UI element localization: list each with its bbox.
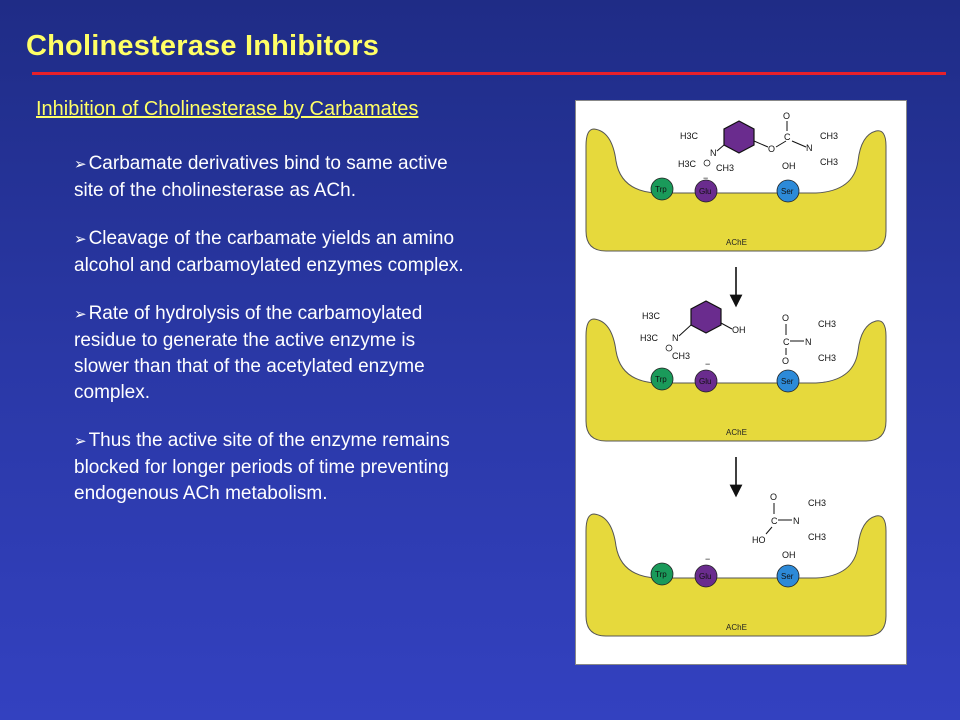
chem-ch3: CH3 [818, 353, 836, 363]
ser-residue [776, 564, 800, 588]
chem-o: O [782, 356, 789, 366]
trp-residue [650, 367, 674, 391]
slide-subtitle: Inhibition of Cholinesterase by Carbamat… [36, 98, 419, 120]
enzyme-shape [585, 318, 887, 442]
chem-h3c: H3C [642, 311, 661, 321]
chem-h3c: H3C [680, 131, 699, 141]
arrow-bullet-icon: ➢ [74, 306, 87, 323]
chem-oh: OH [782, 161, 796, 171]
glu-residue [694, 564, 718, 588]
trp-residue [650, 562, 674, 586]
chem-ch3: CH3 [820, 131, 838, 141]
trp-label: Trp [655, 570, 667, 579]
arrow-bullet-icon: ➢ [74, 231, 87, 248]
chem-h3c: H3C [678, 159, 697, 169]
ser-label: Ser [781, 187, 794, 196]
enzyme-label: AChE [726, 238, 747, 247]
panel-1: AChE Trp Glu Ser H3C N H3C CH3 − O C O N… [585, 111, 887, 252]
chem-ch3: CH3 [820, 157, 838, 167]
chem-oh: OH [782, 550, 796, 560]
chem-n: N [806, 143, 813, 153]
chem-c: C [771, 516, 778, 526]
glu-label: Glu [699, 572, 711, 581]
enzyme-label: AChE [726, 428, 747, 437]
enzyme-shape [585, 128, 887, 252]
mechanism-figure: AChE Trp Glu Ser H3C N H3C CH3 − O C O N… [575, 100, 907, 665]
panel-2: AChE Trp Glu Ser H3C H3C N CH3 OH − O C … [585, 300, 887, 442]
chem-ch3: CH3 [672, 351, 690, 361]
chem-ch3: CH3 [716, 163, 734, 173]
glu-label: Glu [699, 187, 711, 196]
chem-ch3: CH3 [808, 498, 826, 508]
ser-label: Ser [781, 377, 794, 386]
chem-minus: − [705, 554, 710, 564]
enzyme-shape [585, 513, 887, 637]
title-divider [32, 72, 946, 75]
trp-residue [650, 177, 674, 201]
bullet-list: ➢Carbamate derivatives bind to same acti… [74, 151, 474, 529]
ser-residue [776, 179, 800, 203]
chem-c: C [784, 132, 791, 142]
slide-title: Cholinesterase Inhibitors [26, 30, 380, 62]
chem-ch3: CH3 [818, 319, 836, 329]
trp-label: Trp [655, 375, 667, 384]
glu-residue [694, 179, 718, 203]
chem-n: N [710, 148, 717, 158]
chem-c: C [783, 337, 790, 347]
glu-residue [694, 369, 718, 393]
panel-3: AChE Trp Glu Ser − OH O C N CH3 CH3 HO [585, 492, 887, 637]
bullet-item: ➢Thus the active site of the enzyme rema… [74, 430, 450, 504]
arrow-bullet-icon: ➢ [74, 433, 87, 450]
chem-ch3: CH3 [808, 532, 826, 542]
chem-o: O [783, 111, 790, 121]
chem-h3c: H3C [640, 333, 659, 343]
enzyme-label: AChE [726, 623, 747, 632]
arrow-bullet-icon: ➢ [74, 156, 87, 173]
bullet-item: ➢Cleavage of the carbamate yields an ami… [74, 228, 464, 276]
chem-o: O [770, 492, 777, 502]
aromatic-ring [690, 300, 722, 334]
chem-minus: − [703, 173, 708, 183]
chem-oh: OH [732, 325, 746, 335]
chem-ho: HO [752, 535, 766, 545]
chem-n: N [805, 337, 812, 347]
glu-label: Glu [699, 377, 711, 386]
ser-label: Ser [781, 572, 794, 581]
aromatic-ring [723, 120, 755, 154]
chem-n: N [793, 516, 800, 526]
bullet-item: ➢Carbamate derivatives bind to same acti… [74, 153, 448, 201]
chem-minus: − [705, 359, 710, 369]
mechanism-diagram: AChE Trp Glu Ser H3C N H3C CH3 − O C O N… [585, 111, 887, 637]
chem-o: O [768, 144, 775, 154]
plus-charge [665, 344, 673, 352]
plus-charge [703, 159, 711, 167]
bullet-item: ➢Rate of hydrolysis of the carbamoylated… [74, 303, 425, 403]
trp-label: Trp [655, 185, 667, 194]
chem-o: O [782, 313, 789, 323]
ser-residue [776, 369, 800, 393]
chem-n: N [672, 333, 679, 343]
